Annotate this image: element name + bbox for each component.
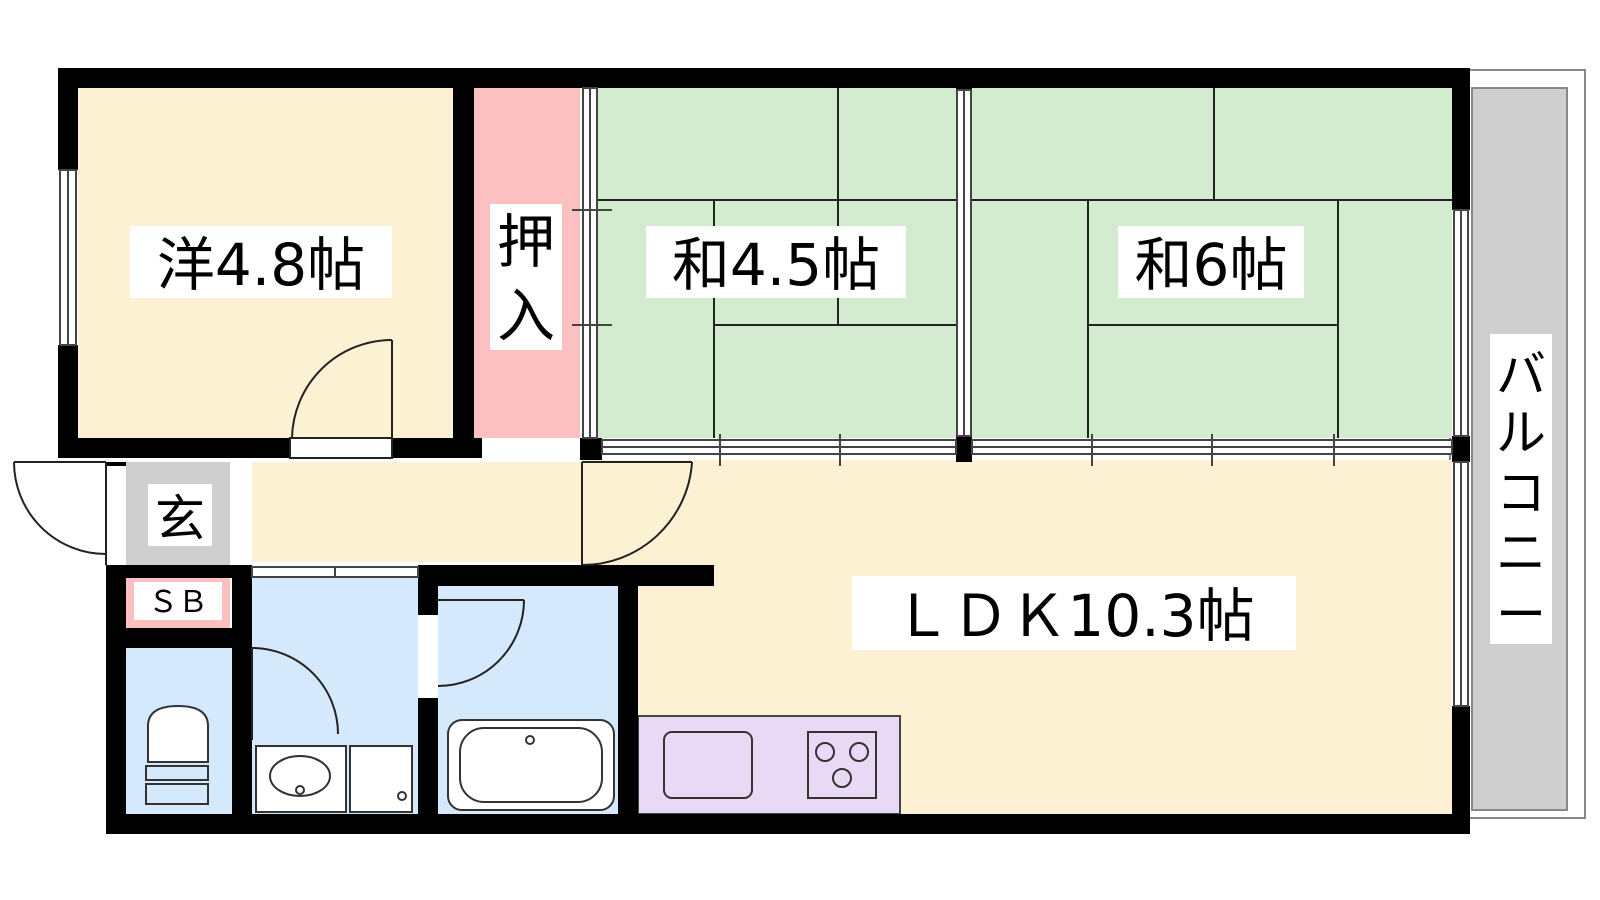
balcony-label-1: バ <box>1496 346 1546 404</box>
walls <box>58 68 1470 834</box>
washbasin-icon <box>255 745 347 813</box>
balcony <box>1449 69 1586 819</box>
hallway-floor <box>252 462 582 562</box>
washitsu-large-label: 和6帖 <box>1135 231 1288 299</box>
bathtub-icon <box>447 719 615 811</box>
swing-doors <box>13 339 693 740</box>
kitchen-counter <box>637 715 901 815</box>
sink-icon <box>663 731 753 799</box>
balcony-label-5: ー <box>1496 586 1546 644</box>
oshiire-label-2: 入 <box>497 282 555 350</box>
balcony-label-2: ル <box>1496 404 1546 462</box>
toilet-icon <box>145 704 209 805</box>
washitsu-small-label: 和4.5帖 <box>672 231 880 299</box>
sliding-doors <box>251 87 1453 578</box>
washing-machine-icon <box>349 745 413 813</box>
windows <box>59 169 1469 707</box>
ldk-label: ＬＤＫ10.3帖 <box>893 582 1254 650</box>
balcony-label-3: コ <box>1496 464 1546 522</box>
shoe-box-label: ＳＢ <box>148 585 208 620</box>
genkan-label: 玄 <box>155 490 205 548</box>
stove-icon <box>807 731 877 799</box>
western-room-label: 洋4.8帖 <box>157 231 365 299</box>
oshiire-label-1: 押 <box>497 208 555 276</box>
balcony-label-4: ニ <box>1496 524 1546 582</box>
room-labels: 洋4.8帖 押 入 和4.5帖 和6帖 玄 ＳＢ ＬＤＫ10.3帖 バ ル コ … <box>130 204 1552 650</box>
